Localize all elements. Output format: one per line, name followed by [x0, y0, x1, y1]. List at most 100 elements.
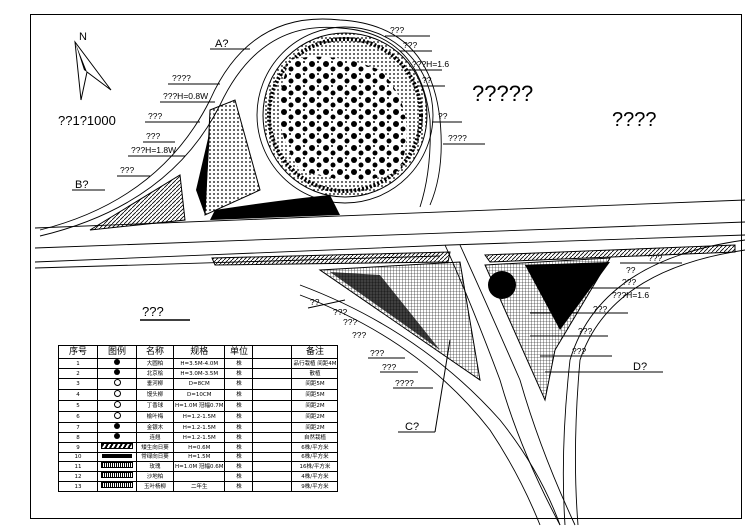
label-d: D?	[633, 361, 647, 373]
legend-symbol	[97, 358, 137, 369]
callout: ???	[146, 131, 160, 141]
plant-unit: 株	[224, 442, 254, 453]
callout: ???H=1.6	[412, 59, 449, 69]
legend-symbol	[97, 368, 137, 379]
callout: ????	[172, 73, 191, 83]
plant-unit: 株	[224, 400, 254, 412]
callout: ???	[593, 304, 607, 314]
quantity-cell	[252, 411, 293, 423]
plant-spec: D=8CM	[172, 378, 226, 390]
quantity-cell	[252, 461, 293, 473]
plant-unit: 株	[224, 451, 254, 463]
callout: ???	[370, 348, 384, 358]
plant-spec: H=1.0M 冠幅0.7M	[172, 400, 226, 412]
plant-spec: H=1.2-1.5M	[172, 422, 226, 433]
plant-symbol-icon	[113, 390, 121, 397]
plant-unit: 株	[224, 389, 254, 401]
plant-note: 16株/平方米	[291, 461, 339, 473]
plant-note: 间距2M	[291, 411, 339, 423]
legend-symbol	[97, 389, 137, 401]
quantity-cell	[252, 422, 293, 433]
plant-name: 沙地柏	[136, 471, 174, 483]
callout: ??	[422, 75, 432, 85]
plant-note: 间距5M	[291, 378, 339, 390]
title-sub: ????	[612, 109, 657, 131]
plant-note: 间距2M	[291, 400, 339, 412]
callout: ???	[333, 307, 347, 317]
plant-unit: 株	[224, 358, 254, 369]
quantity-cell	[252, 358, 293, 369]
callout: ???H=1.8W	[131, 145, 176, 155]
plant-symbol-icon	[113, 379, 121, 386]
label-b: B?	[75, 179, 88, 191]
plant-name: 垂河柳	[136, 378, 174, 390]
title-main: ?????	[472, 81, 533, 106]
plant-note: 间距2M	[291, 422, 339, 433]
plant-note: 品行栽植 间距4M	[291, 358, 339, 369]
quantity-cell	[252, 378, 293, 390]
row-number: 3	[58, 378, 98, 390]
plant-name: 玫瑰	[136, 461, 174, 473]
quantity-cell	[252, 481, 293, 493]
callout: ???	[648, 253, 662, 263]
plant-note: 散植	[291, 368, 339, 379]
label-c: C?	[405, 421, 419, 433]
plant-spec: H=1.5M	[172, 451, 226, 463]
callout: ??	[626, 265, 636, 275]
plant-name: 榆叶梅	[136, 411, 174, 423]
quantity-cell	[252, 432, 293, 443]
header-name: 名称	[136, 345, 174, 359]
callout: ??	[438, 111, 448, 121]
callout: ???	[403, 40, 417, 50]
plant-spec: H=3.0M-3.5M	[172, 368, 226, 379]
header-unit: 单位	[224, 345, 254, 359]
callout: ???	[622, 277, 636, 287]
header-quantity	[252, 345, 293, 359]
plant-note: 6株/平方米	[291, 442, 339, 453]
row-number: 13	[58, 481, 98, 493]
plant-name: 丁香球	[136, 400, 174, 412]
row-number: 1	[58, 358, 98, 369]
label-a: A?	[215, 38, 228, 50]
plant-name: 矮生向日葵	[136, 442, 174, 453]
plant-symbol-icon	[113, 401, 121, 408]
legend-symbol	[97, 400, 137, 412]
plant-symbol-icon	[114, 433, 120, 439]
callout: ???	[352, 330, 366, 340]
row-number: 9	[58, 442, 98, 453]
plant-note: 9株/平方米	[291, 481, 339, 493]
legend-symbol	[97, 461, 137, 473]
callout: ???	[343, 317, 357, 327]
header-spec: 规格	[172, 345, 226, 359]
plant-name: 连翘	[136, 432, 174, 443]
plant-unit: 株	[224, 481, 254, 493]
callout: ???H=1.6	[612, 290, 649, 300]
north-label: N	[79, 31, 87, 43]
plant-note: 间距5M	[291, 389, 339, 401]
callout: ???H=0.8W	[163, 91, 208, 101]
legend-symbol	[97, 481, 137, 493]
quantity-cell	[252, 400, 293, 412]
legend-symbol	[97, 432, 137, 443]
row-number: 7	[58, 422, 98, 433]
row-number: 6	[58, 411, 98, 423]
row-number: 2	[58, 368, 98, 379]
row-number: 11	[58, 461, 98, 473]
roads	[34, 18, 746, 526]
callout: ????	[395, 378, 414, 388]
plant-name: 玉叶杨柳	[136, 481, 174, 493]
header-note: 备注	[291, 345, 339, 359]
